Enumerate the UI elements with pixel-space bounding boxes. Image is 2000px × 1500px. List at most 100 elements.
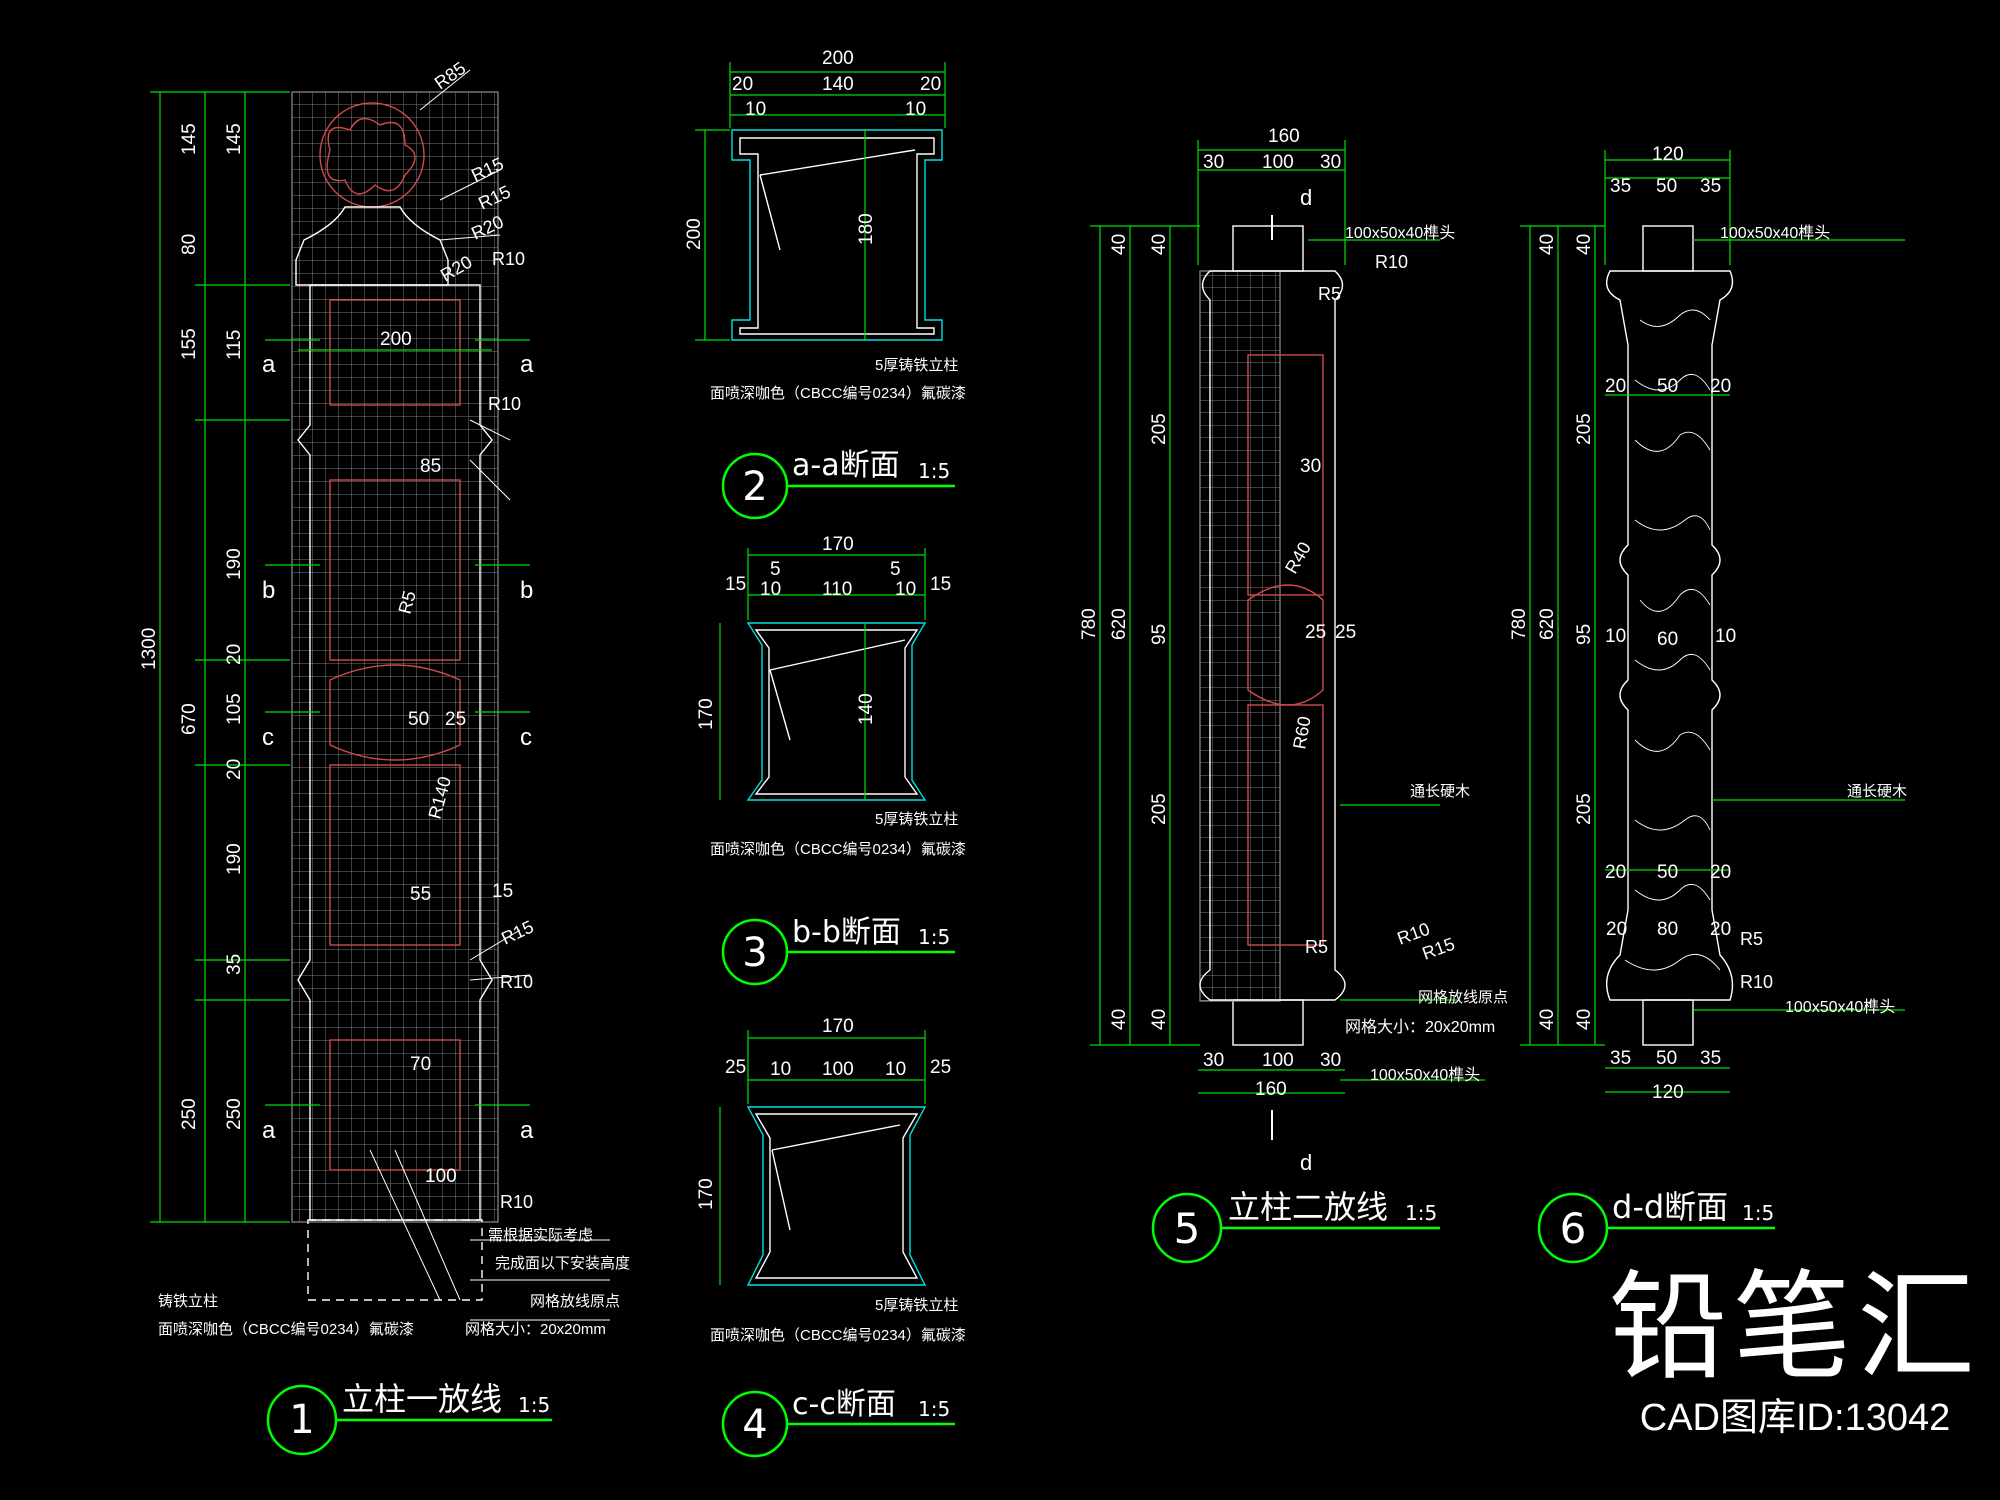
- dim-label: 140: [856, 693, 877, 725]
- dim-label: 620: [1537, 608, 1558, 640]
- brand-name: 铅笔汇: [1608, 1258, 1981, 1396]
- dim-label: 120: [1652, 1082, 1684, 1103]
- section-mark-a: a: [262, 351, 276, 378]
- dim-label: 35: [1700, 1048, 1721, 1069]
- section-mark-d: d: [1300, 185, 1312, 210]
- view1-dim-lines: [150, 91, 530, 1223]
- dim-label: 40: [1537, 234, 1558, 255]
- view6-tenon-bottom: [1642, 999, 1694, 1046]
- view-scale: 1:5: [918, 459, 950, 483]
- view-number: 2: [742, 464, 767, 510]
- dim-label: 10: [885, 1059, 906, 1080]
- view-title: 立柱一放线: [342, 1380, 502, 1418]
- dim-label: 15: [492, 881, 513, 902]
- radius-label: R5: [1318, 284, 1341, 304]
- note: 完成面以下安装高度: [495, 1255, 630, 1272]
- view-title: d-d断面: [1612, 1188, 1728, 1226]
- dim-label: 40: [1574, 234, 1595, 255]
- view5-badge: [1151, 1192, 1223, 1264]
- dim-label: 80: [179, 234, 200, 255]
- note: 5厚铸铁立柱: [875, 357, 958, 374]
- view1-left-dims: 145 80 155 115 145 190 20 105 20 190 35 …: [139, 123, 245, 1130]
- dim-label: 55: [410, 884, 431, 905]
- dim-label: 170: [822, 534, 854, 555]
- note: 5厚铸铁立柱: [875, 1297, 958, 1314]
- view1-ball-ornament: [326, 117, 416, 195]
- view-scale: 1:5: [918, 925, 950, 949]
- view-number: 6: [1560, 1204, 1587, 1253]
- dim-label: 40: [1109, 1009, 1130, 1030]
- dim-label: 190: [224, 548, 245, 580]
- section-mark-b: b: [262, 577, 275, 604]
- dim-label: 155: [179, 328, 200, 360]
- dim-label: 170: [822, 1016, 854, 1037]
- section-mark-c: c: [520, 724, 532, 751]
- dim-label: 100: [425, 1166, 457, 1187]
- view6-wood-grain: [1624, 309, 1721, 971]
- radius-label: R10: [500, 1192, 533, 1212]
- dim-label: 10: [905, 99, 926, 120]
- dim-label: 670: [179, 703, 200, 735]
- dim-label: 20: [1605, 862, 1626, 883]
- dim-label: 170: [696, 1178, 717, 1210]
- view1-panel-a: [329, 299, 461, 406]
- view-3-section-bb: [719, 548, 955, 986]
- dim-label: 780: [1079, 608, 1100, 640]
- dim-label: 100: [1262, 1050, 1294, 1071]
- dim-label: 780: [1509, 608, 1530, 640]
- dim-label: 25: [1335, 622, 1356, 643]
- view3-profile: [746, 622, 927, 801]
- dim-label: 205: [1574, 413, 1595, 445]
- dim-label: 160: [1255, 1079, 1287, 1100]
- brand-logo: 铅笔汇 CAD图库ID:13042: [1600, 1262, 1990, 1440]
- view5-tenon-bottom: [1232, 999, 1304, 1046]
- dim-label: 200: [684, 218, 705, 250]
- view2-profile: [731, 129, 943, 341]
- dim-label: 115: [224, 330, 245, 360]
- view-number: 4: [742, 1402, 767, 1448]
- dim-label: 620: [1109, 608, 1130, 640]
- view5-body: [1199, 270, 1346, 1001]
- note: 通长硬木: [1410, 783, 1470, 800]
- dim-label: 50: [1657, 376, 1678, 397]
- note: 铸铁立柱: [158, 1293, 218, 1310]
- section-mark-c: c: [262, 724, 274, 751]
- section-mark-a: a: [262, 1117, 276, 1144]
- dim-label: 205: [1149, 793, 1170, 825]
- view-scale: 1:5: [1742, 1201, 1774, 1225]
- dim-label: 205: [1574, 793, 1595, 825]
- dim-label: 35: [1700, 176, 1721, 197]
- dim-label: 20: [1605, 376, 1626, 397]
- dim-label: 25: [1305, 622, 1326, 643]
- note: 网格放线原点: [1418, 989, 1508, 1006]
- dim-label: 20: [1710, 862, 1731, 883]
- dim-label: 120: [1652, 144, 1684, 165]
- dim-label: 50: [1656, 1048, 1677, 1069]
- dim-label: 20: [920, 74, 941, 95]
- dim-label: 5: [890, 559, 901, 580]
- dim-label: 105: [224, 693, 245, 725]
- radius-label: R10: [488, 394, 521, 414]
- dim-label: 35: [1610, 176, 1631, 197]
- dim-label: 190: [224, 843, 245, 875]
- dim-label: 180: [856, 213, 877, 245]
- note: 网格大小：20x20mm: [1345, 1018, 1495, 1036]
- view2-profile-inner: [739, 137, 935, 335]
- view2-badge: [721, 452, 789, 520]
- view3-badge: [721, 918, 789, 986]
- dim-label: 100: [1262, 152, 1294, 173]
- dim-label: 40: [1537, 1009, 1558, 1030]
- dim-label: 50: [1657, 862, 1678, 883]
- view-title: 立柱二放线: [1228, 1188, 1388, 1226]
- dim-label: 250: [179, 1098, 200, 1130]
- dim-label: 5: [770, 559, 781, 580]
- view6-dims: [1520, 150, 1905, 1093]
- view4-profile: [746, 1106, 927, 1286]
- section-mark-d: d: [1300, 1150, 1312, 1175]
- dim-label: 80: [1657, 919, 1678, 940]
- dim-label: 110: [822, 579, 852, 600]
- radius-label: R40: [1281, 538, 1315, 577]
- view5-panel-top: [1247, 354, 1324, 596]
- view3-profile-inner: [754, 629, 919, 795]
